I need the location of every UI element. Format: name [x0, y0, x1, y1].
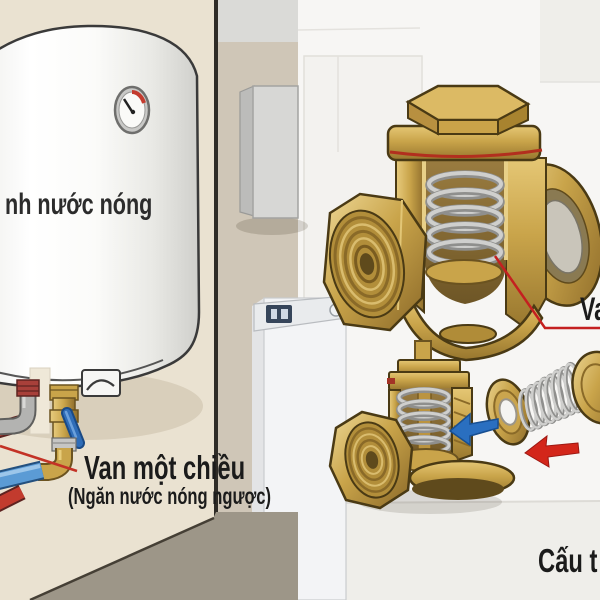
wall-corner-edge [214, 0, 218, 520]
flow-arrow-blue [448, 412, 499, 447]
small-inlet-threads [344, 421, 400, 499]
check-valve-small-cutaway [328, 340, 516, 510]
water-heater-tank [0, 24, 201, 397]
valve-bottom-nub [439, 324, 497, 344]
tank-label: nh nước nóng [5, 188, 153, 221]
small-valve-seal [387, 378, 395, 384]
check-valve-large-cutaway [322, 84, 600, 362]
right-caption-label: Cấu t [538, 542, 598, 579]
cold-water-pipe [0, 460, 45, 490]
check-valve-label-subtitle: (Ngăn nước nóng ngược) [68, 483, 271, 509]
side-wall-top [216, 0, 298, 42]
valve-hex-cap [405, 84, 531, 136]
leader-line-left [0, 444, 78, 473]
check-valve-label-title: Van một chiều [84, 449, 246, 486]
small-valve-inlet-port [328, 410, 414, 510]
switch-box [236, 85, 308, 235]
floor-wall-seam [29, 516, 215, 600]
red-union-fitting [16, 379, 40, 397]
valve-body-right-wall [505, 157, 547, 332]
valve-seat-disc [425, 259, 503, 285]
valve-seal-ring [389, 148, 543, 159]
tank-bottom-panel [81, 369, 121, 397]
right-floor [296, 502, 600, 600]
hot-water-elbow [0, 379, 40, 436]
right-pointer-label: Va [580, 291, 600, 327]
small-valve-underside [412, 478, 504, 500]
temperature-gauge [113, 85, 151, 135]
valve-bottom-bowl [400, 292, 544, 362]
leader-line-right [493, 255, 600, 330]
cold-water-elbow [38, 448, 73, 481]
gauge-red-arc [131, 89, 146, 104]
poppet-spring [517, 361, 585, 432]
heater-outlet-pipes [0, 367, 85, 512]
inlet-threads [329, 209, 405, 319]
left-floor [33, 512, 298, 600]
red-pipe-stub [0, 484, 26, 512]
tank-bottom-seam [0, 359, 164, 382]
flow-arrow-red [524, 434, 580, 468]
shutoff-valve [49, 384, 85, 452]
washer-display [266, 305, 292, 323]
valve-inlet-port [322, 192, 428, 332]
